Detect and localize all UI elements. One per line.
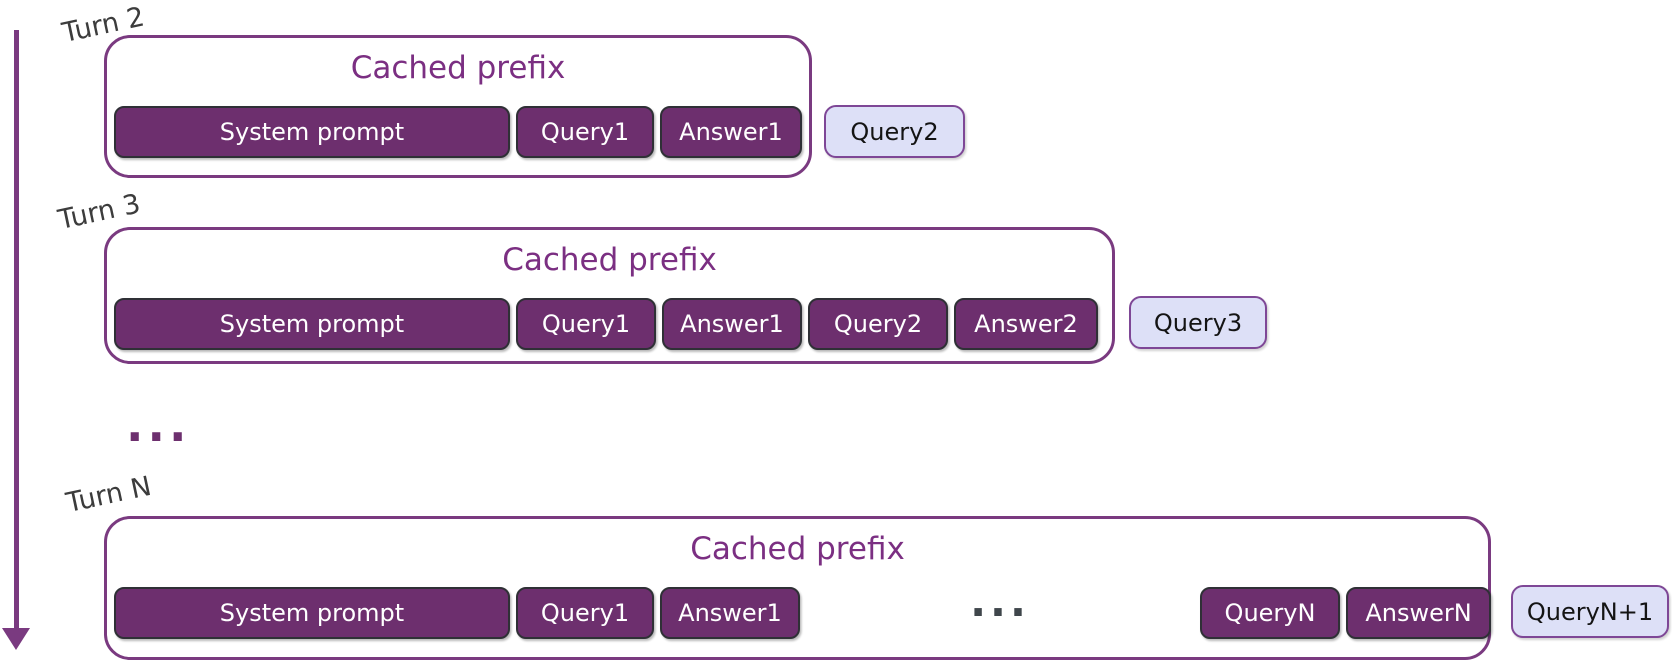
chip-answer1: Answer1 [660,106,802,158]
chip-next-query-queryn1: QueryN+1 [1511,585,1669,638]
chip-system-prompt: System prompt [114,587,510,639]
chip-answer2: Answer2 [954,298,1098,350]
cached-prefix-title: Cached prefix [502,242,717,278]
chip-system-prompt: System prompt [114,298,510,350]
chip-query1: Query1 [516,298,656,350]
cached-chip-row: System prompt Query1 Answer1 [114,106,802,158]
turn-n-label: Turn N [63,470,155,519]
chip-next-query-query2: Query2 [824,105,965,158]
chip-query1: Query1 [516,106,654,158]
chip-query2: Query2 [808,298,948,350]
omitted-tokens-gap: ... [806,577,1194,639]
omitted-turns-ellipsis: ... [126,398,191,452]
cached-prefix-title: Cached prefix [690,531,905,567]
arrow-down-icon [2,628,30,650]
chip-answer1: Answer1 [662,298,802,350]
timeline-arrow-line [14,30,19,630]
cached-chip-row: System prompt Query1 Answer1 ... QueryN … [114,577,1491,639]
cached-prefix-box-turn-2: Cached prefix System prompt Query1 Answe… [104,35,812,178]
chip-next-query-query3: Query3 [1129,296,1267,349]
omitted-tokens-ellipsis: ... [970,576,1030,626]
cached-prefix-title: Cached prefix [350,50,566,86]
cached-chip-row: System prompt Query1 Answer1 Query2 Answ… [114,298,1098,350]
cached-prefix-box-turn-3: Cached prefix System prompt Query1 Answe… [104,227,1115,364]
chip-system-prompt: System prompt [114,106,510,158]
chip-queryn: QueryN [1200,587,1340,639]
chip-answer1: Answer1 [660,587,800,639]
chip-query1: Query1 [516,587,654,639]
chip-answern: AnswerN [1346,587,1491,639]
cached-prefix-box-turn-n: Cached prefix System prompt Query1 Answe… [104,516,1491,660]
